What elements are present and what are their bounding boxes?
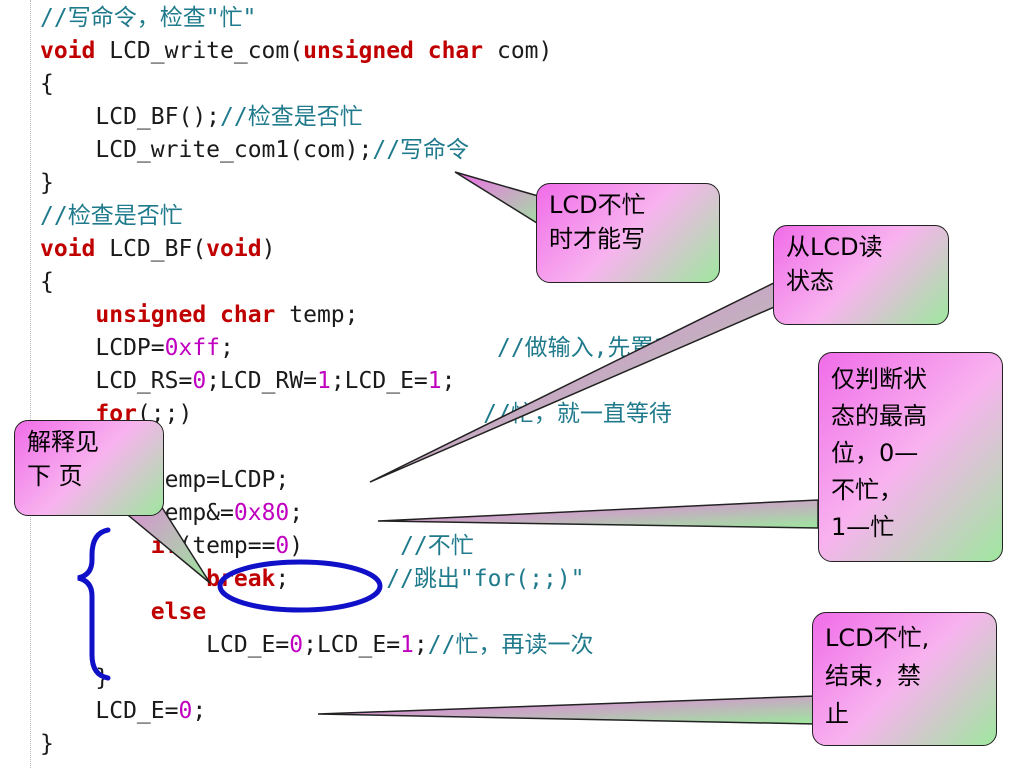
- code-line[interactable]: }: [40, 662, 109, 694]
- code-line[interactable]: LCD_write_com1(com);//写命令: [40, 134, 469, 166]
- code-line[interactable]: LCD_RS=0;LCD_RW=1;LCD_E=1;: [40, 365, 455, 397]
- code-keyword: void: [206, 236, 262, 262]
- code-text: ;: [413, 632, 428, 658]
- callout-line: LCD不忙: [549, 191, 646, 219]
- code-text: ;LCD_E=: [330, 368, 428, 394]
- code-number: 0: [178, 698, 193, 724]
- code-number: 0x80: [233, 500, 290, 526]
- code-number: 0: [192, 368, 207, 394]
- code-number: 0: [275, 533, 290, 559]
- code-line[interactable]: break; //跳出"for(;;)": [40, 563, 585, 595]
- code-keyword: unsigned char: [303, 38, 484, 64]
- code-line[interactable]: }: [40, 728, 54, 760]
- code-text: (temp==: [178, 533, 276, 559]
- code-text: [40, 533, 151, 559]
- code-text: [40, 599, 151, 625]
- code-text: {: [40, 71, 54, 97]
- callout-line: 解释见: [27, 428, 99, 456]
- callout-line: 止: [825, 700, 849, 728]
- code-text: {: [40, 269, 54, 295]
- code-comment: //检查是否忙: [40, 203, 183, 229]
- code-keyword: unsigned char: [95, 302, 276, 328]
- code-line[interactable]: //写命令，检查"忙": [40, 2, 256, 34]
- code-text: LCD_E=: [40, 698, 179, 724]
- code-text: temp;: [275, 302, 359, 328]
- code-line[interactable]: LCD_E=0;: [40, 695, 206, 727]
- callout-line: 状态: [786, 267, 834, 295]
- code-comment: //写命令，检查"忙": [40, 5, 257, 31]
- code-text: ;: [192, 698, 207, 724]
- callout-highest-bit: 仅判断状 态的最高 位，0— 不忙， 1—忙: [818, 352, 1003, 562]
- code-line[interactable]: LCD_E=0;LCD_E=1;//忙，再读一次: [40, 629, 593, 661]
- callout-line: LCD不忙,: [825, 624, 930, 652]
- code-line[interactable]: //检查是否忙: [40, 200, 183, 232]
- code-line[interactable]: LCD_BF();//检查是否忙: [40, 101, 363, 133]
- code-comment: //写命令: [372, 137, 470, 163]
- code-number: 0: [289, 632, 304, 658]
- code-text: }: [40, 731, 54, 757]
- code-keyword: if: [150, 533, 179, 559]
- code-line[interactable]: }: [40, 167, 54, 199]
- code-comment: //跳出"for(;;)": [386, 566, 585, 592]
- callout-see-next-page: 解释见 下 页: [14, 420, 164, 516]
- code-keyword: void: [40, 38, 96, 64]
- code-text: LCD_BF();: [40, 104, 221, 130]
- code-text: LCDP=: [40, 335, 165, 361]
- callout-line: 下 页: [27, 462, 83, 490]
- code-number: 1: [427, 368, 442, 394]
- code-keyword: void: [40, 236, 96, 262]
- code-number: 1: [400, 632, 414, 658]
- callout-line: 态的最高: [831, 402, 927, 430]
- code-line[interactable]: void LCD_BF(void): [40, 233, 275, 265]
- callout-line: 1—忙: [831, 513, 895, 541]
- code-text: (;;): [136, 401, 484, 427]
- code-line[interactable]: LCDP=0xff; //做输入,先置1: [40, 332, 667, 364]
- code-number: 0xff: [164, 335, 221, 361]
- code-line[interactable]: if(temp==0) //不忙: [40, 530, 474, 562]
- code-text: }: [40, 170, 54, 196]
- code-comment: //检查是否忙: [220, 104, 363, 130]
- code-line[interactable]: {: [40, 68, 54, 100]
- code-line[interactable]: unsigned char temp;: [40, 299, 359, 331]
- code-comment: //忙，就一直等待: [483, 401, 672, 427]
- code-text: com): [483, 38, 553, 64]
- callout-line: 不忙，: [831, 476, 903, 504]
- code-text: [40, 566, 206, 592]
- callout-read-status: 从LCD读 状态: [773, 225, 949, 325]
- code-text: LCD_RS=: [40, 368, 193, 394]
- callout-line: 结束，禁: [825, 662, 921, 690]
- code-text: ;: [441, 368, 456, 394]
- callout-lcd-end: LCD不忙, 结束，禁 止: [812, 612, 997, 746]
- callout-lcd-not-busy-write: LCD不忙 时才能写: [536, 183, 720, 283]
- editor-gutter: [30, 0, 32, 768]
- code-comment: //做输入,先置1: [496, 335, 668, 361]
- code-line[interactable]: void LCD_write_com(unsigned char com): [40, 35, 552, 67]
- code-comment: //忙，再读一次: [427, 632, 594, 658]
- code-keyword: else: [150, 599, 207, 625]
- callout-line: 位，0—: [831, 439, 919, 467]
- callout-line: 仅判断状: [831, 365, 927, 393]
- code-text: ;LCD_E=: [303, 632, 401, 658]
- code-text: }: [40, 665, 110, 691]
- code-text: [40, 302, 95, 328]
- code-line[interactable]: {: [40, 266, 54, 298]
- callout-line: 从LCD读: [786, 233, 883, 261]
- code-text: ;: [275, 566, 387, 592]
- code-text: ;LCD_RW=: [206, 368, 317, 394]
- code-comment: //不忙: [400, 533, 474, 559]
- code-text: ;: [289, 500, 304, 526]
- code-text: LCD_E=: [40, 632, 290, 658]
- code-text: LCD_write_com(: [95, 38, 304, 64]
- code-line[interactable]: else: [40, 596, 206, 628]
- code-text: LCD_write_com1(com);: [40, 137, 373, 163]
- code-text: ): [261, 236, 276, 262]
- code-text: ): [289, 533, 401, 559]
- code-number: 1: [316, 368, 331, 394]
- callout-line: 时才能写: [549, 225, 645, 253]
- code-text: ;: [220, 335, 497, 361]
- code-text: LCD_BF(: [95, 236, 207, 262]
- code-keyword: break: [206, 566, 276, 592]
